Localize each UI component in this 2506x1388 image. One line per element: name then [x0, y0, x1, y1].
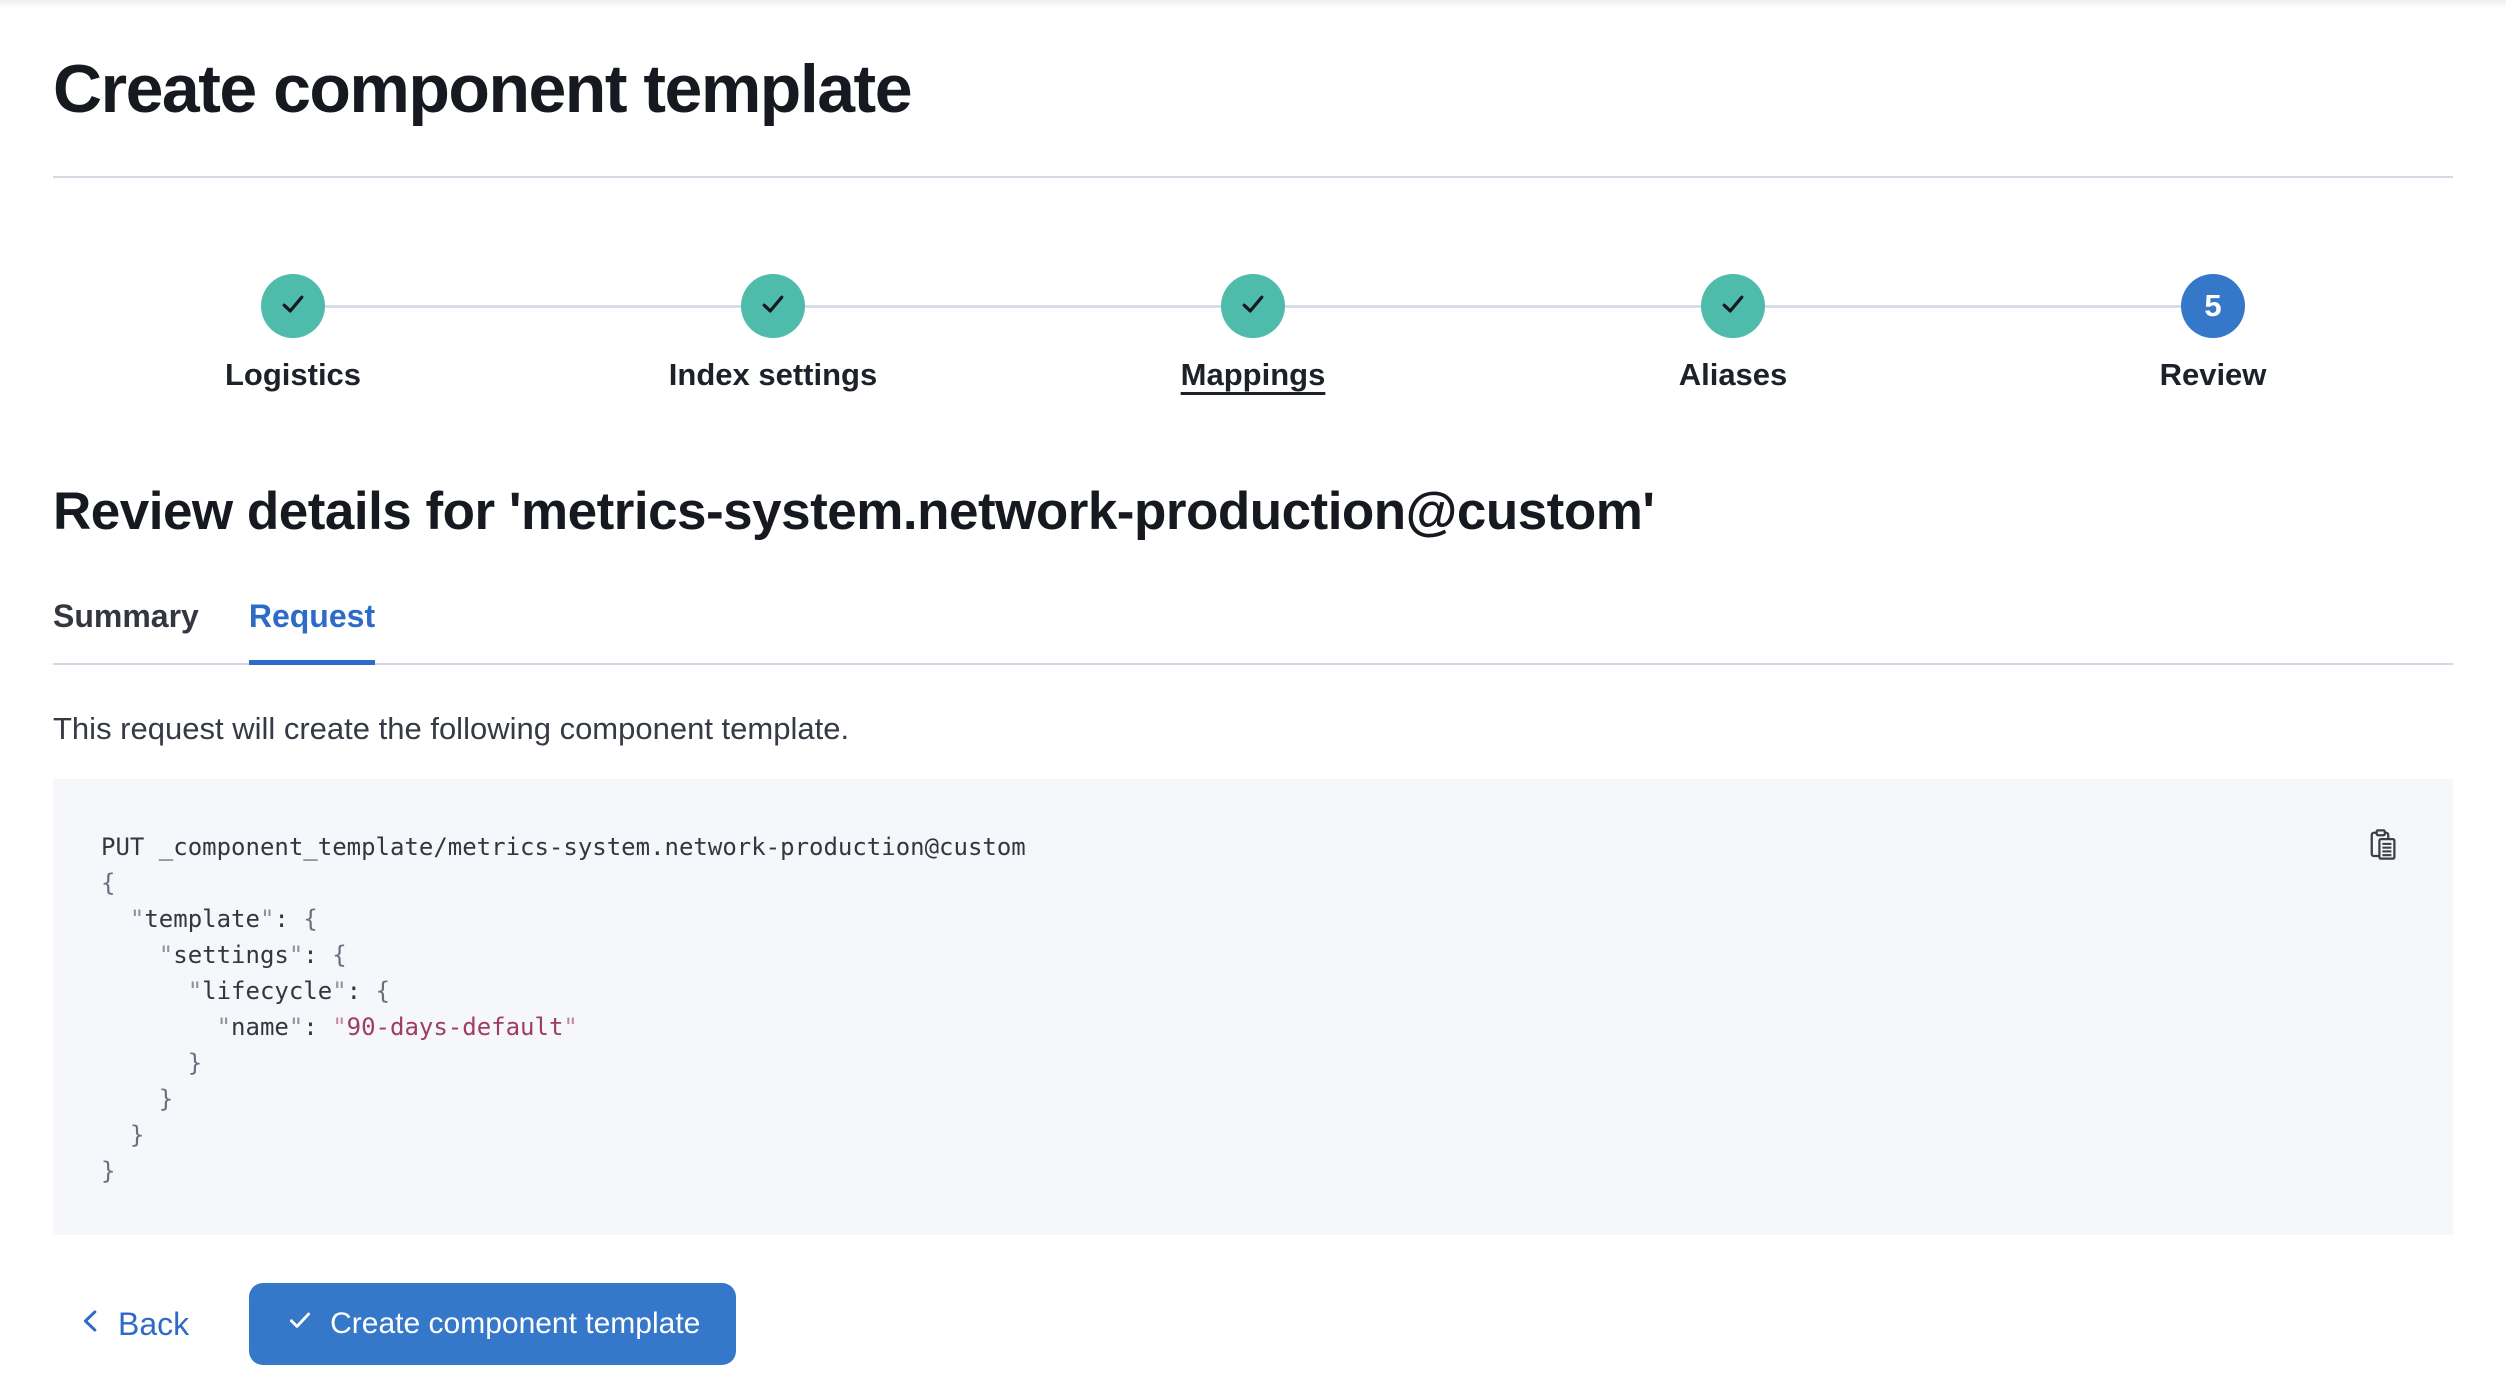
step-aliases[interactable]: Aliases [1493, 274, 1973, 394]
create-component-template-button[interactable]: Create component template [249, 1283, 737, 1365]
window-top-edge [0, 0, 2506, 8]
back-button-label: Back [118, 1305, 190, 1342]
step-review[interactable]: 5 Review [1973, 274, 2453, 394]
review-details-heading: Review details for 'metrics-system.netwo… [53, 482, 1655, 541]
step-label[interactable]: Index settings [668, 357, 878, 392]
code-content: PUT _component_template/metrics-system.n… [101, 833, 1026, 1185]
step-label[interactable]: Mappings [1180, 357, 1326, 392]
horizontal-stepper: Logistics Index settings Mappings [53, 274, 2453, 394]
step-label[interactable]: Review [2159, 357, 2267, 392]
step-number: 5 [2204, 288, 2222, 323]
review-tabs: Summary Request [53, 596, 2453, 665]
tab-request[interactable]: Request [248, 596, 376, 665]
page-title: Create component template [53, 51, 913, 127]
back-button[interactable]: Back [77, 1306, 189, 1343]
tab-summary[interactable]: Summary [53, 596, 199, 665]
step-complete-circle[interactable] [1701, 274, 1765, 338]
copy-button[interactable] [2361, 825, 2405, 869]
title-divider [53, 176, 2453, 178]
check-icon [1717, 288, 1749, 325]
step-logistics[interactable]: Logistics [53, 274, 533, 394]
request-description: This request will create the following c… [53, 711, 850, 746]
step-current-circle[interactable]: 5 [2181, 274, 2245, 338]
step-label[interactable]: Logistics [224, 357, 362, 392]
create-button-label: Create component template [330, 1307, 701, 1340]
check-icon [285, 1305, 315, 1343]
copy-clipboard-icon [2365, 828, 2401, 867]
footer-actions: Back Create component template [53, 1283, 2453, 1365]
step-label[interactable]: Aliases [1678, 357, 1788, 392]
check-icon [757, 288, 789, 325]
check-icon [277, 288, 309, 325]
request-code-block: PUT _component_template/metrics-system.n… [53, 779, 2453, 1235]
step-index-settings[interactable]: Index settings [533, 274, 1013, 394]
check-icon [1237, 288, 1269, 325]
step-mappings[interactable]: Mappings [1013, 274, 1493, 394]
chevron-left-icon [77, 1306, 105, 1343]
step-complete-circle[interactable] [1221, 274, 1285, 338]
step-complete-circle[interactable] [741, 274, 805, 338]
step-complete-circle[interactable] [261, 274, 325, 338]
